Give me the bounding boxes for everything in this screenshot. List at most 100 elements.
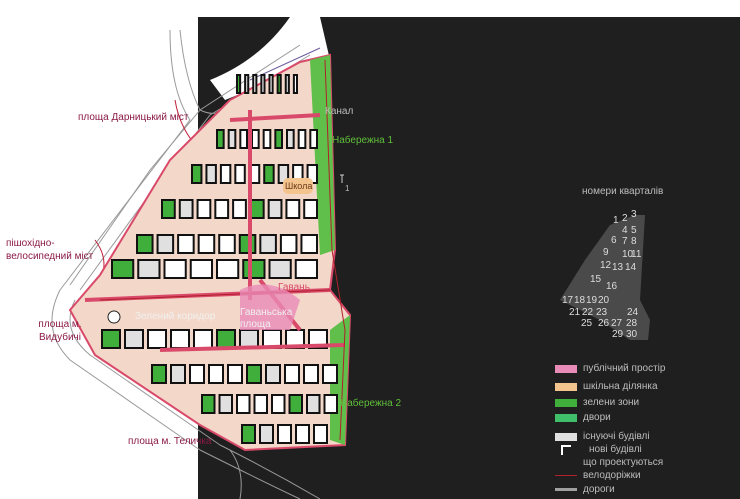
- building-block: [227, 129, 237, 149]
- building-block: [239, 129, 248, 149]
- building-block: [306, 394, 321, 414]
- legend-label: публічний простір: [583, 363, 666, 374]
- building-block: [191, 164, 203, 184]
- building-block: [151, 364, 167, 384]
- legend-swatch: [555, 413, 577, 422]
- block-number: 26: [598, 318, 610, 329]
- building-block: [300, 234, 319, 254]
- block-number: 15: [590, 274, 602, 285]
- building-block: [197, 234, 216, 254]
- building-block: [279, 234, 298, 254]
- building-block: [284, 74, 290, 94]
- building-block: [285, 199, 301, 219]
- building-block: [238, 234, 257, 254]
- block-number: 27: [611, 318, 623, 329]
- block-number: 3: [631, 209, 637, 220]
- building-block: [111, 259, 135, 279]
- legend-label: дороги: [583, 484, 615, 495]
- building-block: [227, 364, 243, 384]
- block-number: 11: [631, 249, 642, 260]
- block-number: 13: [612, 262, 624, 273]
- label-harbour: Гавань: [278, 282, 310, 293]
- label-pedestrian-bridge: пішохідно-велосипедний міст: [6, 238, 94, 262]
- building-block: [259, 234, 277, 254]
- block-number: 12: [600, 260, 612, 271]
- building-block: [303, 364, 319, 384]
- building-block: [276, 74, 282, 94]
- building-block: [161, 199, 176, 219]
- building-block: [147, 329, 167, 349]
- block-number: 8: [631, 236, 637, 247]
- block-number: 25: [581, 318, 593, 329]
- legend-item: що проектуються: [555, 457, 663, 468]
- block-number: 7: [622, 236, 628, 247]
- building-block: [322, 364, 338, 384]
- legend-swatch: [555, 364, 577, 373]
- building-block: [216, 129, 225, 149]
- building-blocks: [101, 74, 338, 444]
- block-number: 4: [622, 225, 628, 236]
- building-block: [251, 129, 260, 149]
- building-block: [268, 259, 292, 279]
- building-block: [216, 329, 236, 349]
- building-block: [219, 164, 232, 184]
- block-number: 19: [586, 295, 598, 306]
- building-block: [208, 364, 224, 384]
- building-block: [178, 199, 194, 219]
- legend-label: існуючі будівлі: [583, 431, 650, 442]
- building-block: [136, 234, 154, 254]
- legend-label: зелени зони: [583, 397, 640, 408]
- label-canal: Канал: [325, 106, 354, 117]
- block-number: 22: [582, 307, 594, 318]
- building-block: [297, 129, 307, 149]
- building-block: [170, 364, 186, 384]
- north-arrow-icon: [340, 174, 344, 183]
- roundabout: [107, 310, 121, 324]
- building-block: [246, 364, 262, 384]
- block-number: 30: [626, 329, 638, 340]
- block-numbers-diagram: [560, 215, 650, 340]
- legend-label: нові будівлі: [589, 444, 642, 455]
- building-block: [277, 424, 292, 444]
- block-number: 5: [631, 225, 637, 236]
- building-block: [292, 74, 298, 94]
- block-number: 14: [625, 262, 637, 273]
- legend-swatch: [561, 444, 571, 455]
- bike-paths: [99, 59, 346, 441]
- building-block: [218, 394, 233, 414]
- embankment-1-park: [310, 55, 335, 255]
- building-block: [189, 364, 205, 384]
- building-block: [201, 394, 216, 414]
- harbour-square: [240, 284, 300, 330]
- legend-swatch: [555, 382, 577, 391]
- legend-item: шкільна ділянка: [555, 381, 658, 392]
- building-block: [323, 394, 338, 414]
- building-block: [101, 329, 121, 349]
- block-number: 20: [598, 295, 610, 306]
- block-number: 29: [612, 329, 624, 340]
- block-number: 6: [611, 235, 617, 246]
- building-block: [265, 364, 281, 384]
- building-block: [216, 259, 240, 279]
- legend-label: велодоріжки: [583, 470, 641, 481]
- building-block: [163, 259, 187, 279]
- building-block: [295, 424, 310, 444]
- building-block: [236, 74, 242, 94]
- block-number: 18: [574, 295, 586, 306]
- block-number: 24: [627, 307, 639, 318]
- legend-item: існуючі будівлі: [555, 431, 650, 442]
- building-block: [288, 394, 303, 414]
- legend-label: шкільна ділянка: [583, 381, 658, 392]
- legend-swatch: [555, 459, 577, 467]
- legend-label: двори: [583, 412, 611, 423]
- legend-swatch: [555, 398, 577, 407]
- legend-item: нові будівлі: [555, 444, 642, 455]
- label-embankment-1: Набережна 1: [332, 135, 394, 146]
- building-block: [244, 74, 250, 94]
- label-harbour-square: Гаваньська площа: [240, 307, 293, 330]
- legend-swatch: [555, 432, 577, 441]
- legend-swatch: [555, 488, 577, 491]
- building-block: [214, 199, 230, 219]
- label-vydubychi-square: площа м. Видубичі: [38, 319, 82, 343]
- building-block: [124, 329, 144, 349]
